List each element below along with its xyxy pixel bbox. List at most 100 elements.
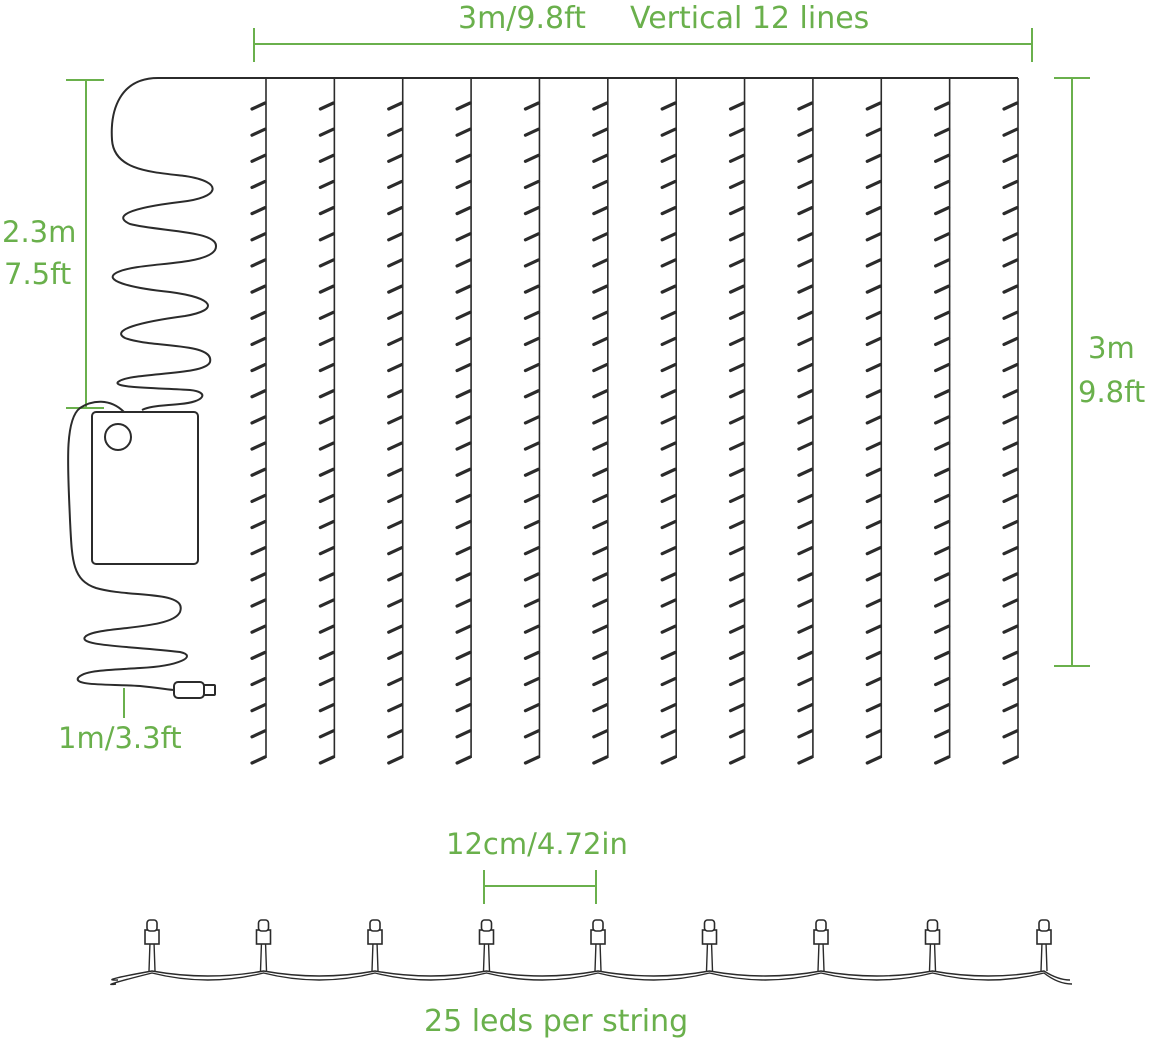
- bulb: [318, 101, 335, 111]
- bulb: [934, 389, 951, 399]
- bulb: [318, 336, 335, 347]
- bulb: [1002, 258, 1019, 268]
- led-spacing-label: 12cm/4.72in: [446, 827, 628, 861]
- bulb: [1002, 546, 1019, 556]
- led-leads: [928, 941, 937, 972]
- bulb: [250, 676, 267, 687]
- bulb: [865, 363, 882, 373]
- bulb: [865, 703, 882, 713]
- bulb: [797, 363, 814, 373]
- bulb: [1002, 676, 1019, 687]
- led-leads: [371, 941, 379, 972]
- bulb: [455, 546, 472, 556]
- bulb: [455, 729, 472, 739]
- led-bulb: [701, 919, 718, 972]
- bulb: [523, 179, 541, 190]
- bulb: [728, 598, 746, 608]
- bulb: [250, 755, 267, 765]
- bulb: [387, 650, 404, 660]
- bulb: [934, 415, 951, 425]
- bulb: [660, 598, 677, 608]
- bulb: [797, 389, 814, 399]
- bulb: [797, 546, 814, 556]
- bulb: [934, 519, 951, 530]
- bulb: [660, 101, 677, 111]
- bulb: [455, 676, 472, 687]
- bulb: [455, 519, 472, 530]
- led-base: [255, 929, 272, 945]
- led-leads: [148, 941, 156, 972]
- bulb: [865, 284, 882, 294]
- bulb: [318, 676, 335, 687]
- bulb: [387, 467, 404, 477]
- bulb: [318, 519, 335, 530]
- bulb: [318, 232, 335, 242]
- bulb: [934, 703, 951, 713]
- led-base: [478, 929, 495, 945]
- bulb: [728, 363, 746, 373]
- bulb: [865, 519, 882, 530]
- bulb: [728, 519, 746, 530]
- led-base: [813, 929, 829, 945]
- usb-dim-label: 1m/3.3ft: [58, 721, 182, 755]
- led-leads: [482, 941, 491, 972]
- bulb: [592, 546, 609, 556]
- bulb: [592, 650, 609, 660]
- bulb: [455, 415, 472, 425]
- bulb: [523, 101, 541, 111]
- bulb: [865, 676, 882, 687]
- led-string-detail: [110, 919, 1073, 986]
- bulb: [523, 232, 541, 242]
- usb-plug: [173, 681, 216, 699]
- bulb: [1002, 703, 1019, 713]
- bulb: [387, 258, 404, 268]
- bulb: [728, 729, 746, 739]
- bulb: [865, 389, 882, 399]
- bulb: [455, 467, 472, 477]
- bulb: [934, 493, 951, 503]
- bulb: [660, 624, 677, 634]
- led-leads: [1040, 941, 1048, 972]
- led-leads: [817, 941, 825, 972]
- led-cap: [815, 919, 827, 932]
- lead-dim-label-ft: 7.5ft: [4, 257, 71, 291]
- bulb: [797, 336, 814, 347]
- bulb: [455, 179, 472, 190]
- bulb: [797, 650, 814, 660]
- bulb: [592, 127, 609, 137]
- bulb: [318, 650, 335, 660]
- bulb: [318, 598, 335, 608]
- bulb: [250, 729, 267, 739]
- led-base: [1036, 929, 1052, 945]
- bulb: [455, 755, 472, 765]
- bulb: [318, 493, 335, 503]
- bulb: [523, 310, 541, 320]
- led-cap: [926, 919, 939, 932]
- bulb: [523, 258, 541, 268]
- led-leads: [594, 941, 602, 972]
- vertical-lines-label: Vertical 12 lines: [630, 1, 869, 36]
- usb-plug-body: [173, 681, 205, 699]
- bulb: [523, 415, 541, 425]
- bulb: [934, 467, 951, 477]
- bulb: [318, 546, 335, 556]
- bulb: [660, 755, 677, 765]
- bulb: [1002, 467, 1019, 477]
- bulb: [1002, 441, 1019, 451]
- bulb: [455, 232, 472, 242]
- led-leads: [259, 941, 268, 972]
- bulb: [934, 206, 951, 216]
- led-spacing-dimension: 12cm/4.72in: [446, 827, 628, 904]
- bulb: [934, 624, 951, 634]
- bulb: [797, 755, 814, 765]
- bulb: [250, 467, 267, 477]
- bulb: [455, 441, 472, 451]
- bulb: [455, 624, 472, 634]
- led-bulb: [1036, 919, 1052, 972]
- bulb: [865, 153, 882, 163]
- led-bulb: [367, 919, 383, 972]
- bulb: [387, 232, 404, 242]
- bulb: [387, 703, 404, 713]
- bulb: [1002, 284, 1019, 294]
- bulb: [865, 232, 882, 242]
